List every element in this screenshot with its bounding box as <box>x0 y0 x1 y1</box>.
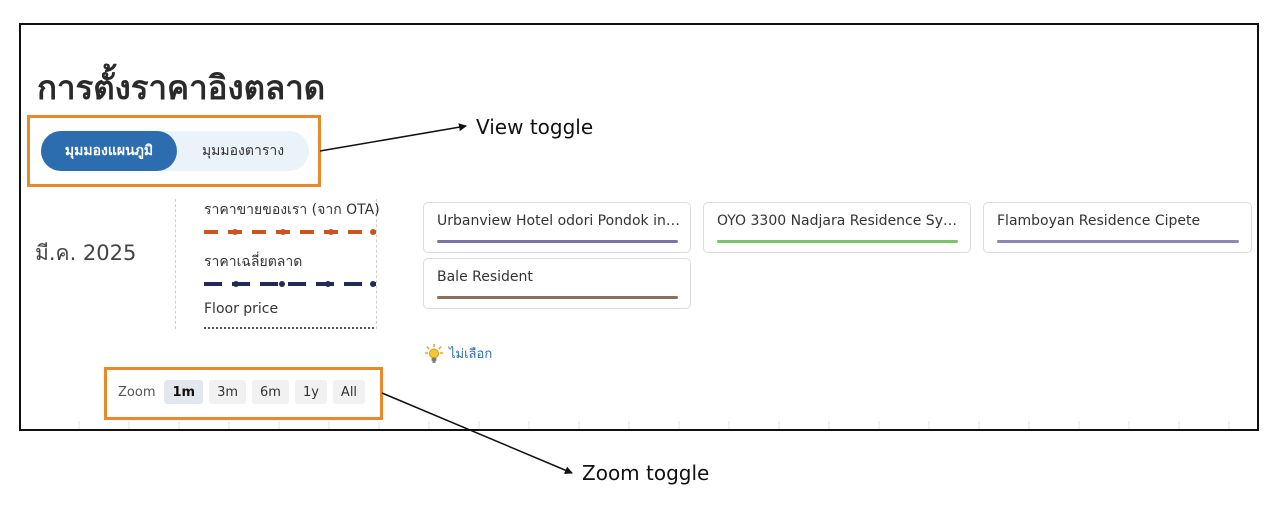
zoom-toggle-arrow <box>381 392 573 474</box>
no-select-label: ไม่เลือก <box>449 347 493 362</box>
legend-our-price-line <box>204 229 376 235</box>
zoom-3m-button[interactable]: 3m <box>209 380 247 404</box>
hotel-color-line <box>717 240 958 243</box>
page-title: การตั้งราคาอิงตลาด <box>37 68 326 107</box>
hotel-color-line <box>997 240 1239 243</box>
zoom-toggle-annotation: Zoom toggle <box>582 461 710 485</box>
zoom-toggle-highlight-box <box>104 367 383 420</box>
view-toggle: มุมมองแผนภูมิ มุมมองตาราง <box>41 131 309 171</box>
zoom-all-button[interactable]: All <box>332 380 366 404</box>
legend-market-avg[interactable]: ราคาเฉลี่ยตลาด <box>204 251 376 292</box>
chart-view-button[interactable]: มุมมองแผนภูมิ <box>41 131 177 171</box>
legend-floor-price-line <box>204 327 376 329</box>
legend-market-avg-line <box>204 281 376 287</box>
hotel-color-line <box>437 296 678 299</box>
hotel-card[interactable]: OYO 3300 Nadjara Residence Sy… <box>703 202 971 253</box>
no-select-link[interactable]: ไม่เลือก <box>425 343 492 364</box>
zoom-toggle: Zoom 1m 3m 6m 1y All <box>118 380 368 404</box>
legend-floor-price[interactable]: Floor price <box>204 301 376 336</box>
month-label: มี.ค. 2025 <box>35 241 137 265</box>
zoom-1m-button[interactable]: 1m <box>164 380 204 404</box>
zoom-1y-button[interactable]: 1y <box>294 380 327 404</box>
chart-legend: ราคาขายของเรา (จาก OTA) ราคาเฉลี่ยตลาด F… <box>175 199 380 329</box>
lightbulb-icon <box>425 343 443 363</box>
view-toggle-annotation: View toggle <box>476 115 594 139</box>
table-view-button[interactable]: มุมมองตาราง <box>201 143 285 159</box>
hotel-card[interactable]: Bale Resident <box>423 258 691 309</box>
view-toggle-highlight-box <box>27 115 321 187</box>
legend-floor-price-label: Floor price <box>204 301 279 317</box>
zoom-6m-button[interactable]: 6m <box>252 380 289 404</box>
legend-market-avg-label: ราคาเฉลี่ยตลาด <box>204 254 303 270</box>
zoom-label: Zoom <box>118 384 156 400</box>
view-toggle-arrow <box>319 123 467 152</box>
legend-our-price-label: ราคาขายของเรา (จาก OTA) <box>204 202 380 218</box>
hotel-card[interactable]: Flamboyan Residence Cipete <box>983 202 1252 253</box>
legend-our-price[interactable]: ราคาขายของเรา (จาก OTA) <box>204 199 380 240</box>
hotel-color-line <box>437 240 678 243</box>
hotel-card[interactable]: Urbanview Hotel odori Pondok indah <box>423 202 691 253</box>
app-frame: การตั้งราคาอิงตลาด มุมมองแผนภูมิ มุมมองต… <box>19 23 1259 431</box>
chart-axis-ticks <box>78 421 1230 429</box>
